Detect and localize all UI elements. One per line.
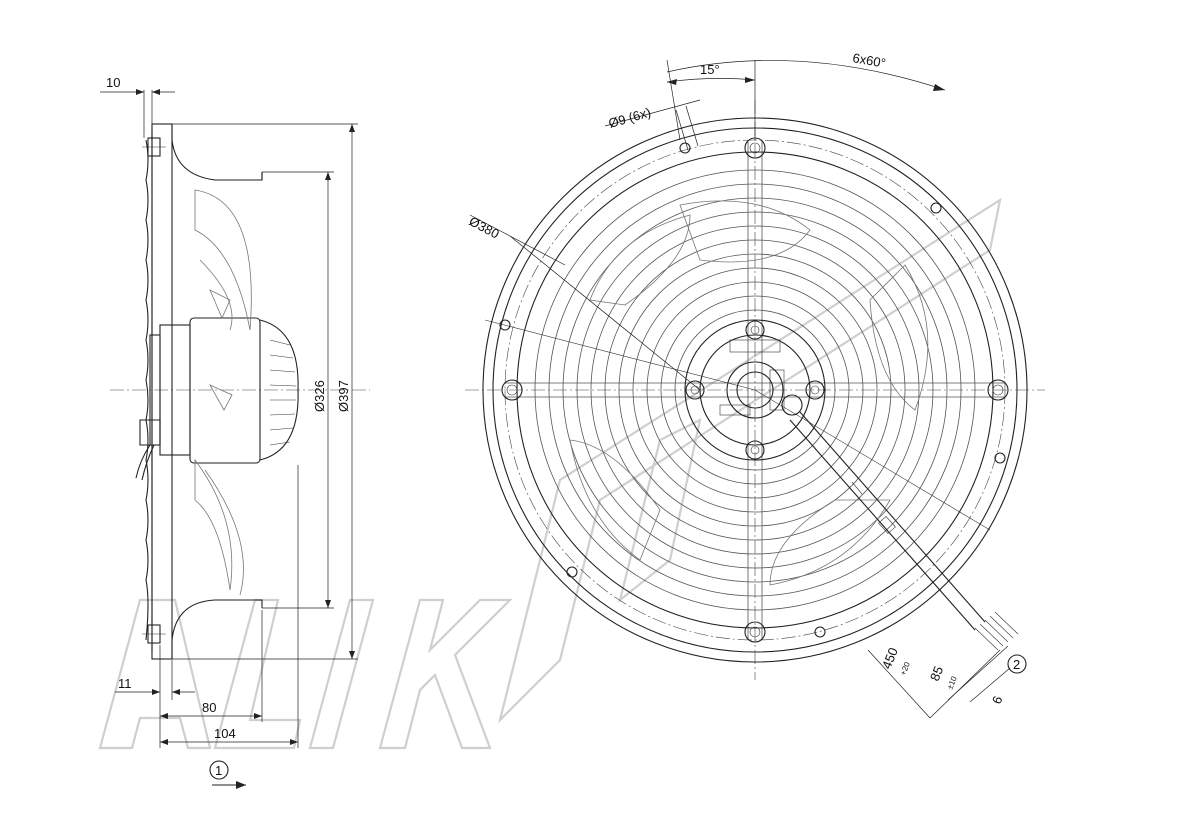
angle-small-label: 15° (700, 62, 720, 77)
cable-length-tolerance: +20 (899, 660, 913, 676)
dim-offset-label: 11 (118, 676, 132, 691)
cable-marker-label: 2 (1013, 657, 1020, 672)
side-view (110, 123, 370, 660)
hole-label: Ø9 (6x) (607, 105, 653, 131)
dim-flange-label: 10 (106, 75, 120, 90)
circle-dia-label: Ø380 (467, 213, 502, 241)
dim-depth-total-label: 104 (214, 726, 236, 741)
angle-pattern-label: 6x60° (851, 50, 886, 71)
airflow-marker-label: 1 (215, 763, 222, 778)
dim-depth-inner-label: 80 (202, 700, 216, 715)
strip-end-label: 6 (989, 694, 1006, 706)
watermark-logo (98, 197, 1002, 750)
front-view (465, 100, 1045, 680)
strip-length-tolerance: ±10 (946, 675, 960, 691)
cable-length-label: 450 (879, 645, 901, 671)
dim-dia-outer-label: Ø397 (336, 380, 351, 412)
dim-dia-inner-label: Ø326 (312, 380, 327, 412)
airflow-marker (209, 760, 246, 789)
front-view-dimensions (469, 59, 1027, 719)
strip-length-label: 85 (927, 664, 946, 683)
side-view-dimensions (100, 89, 358, 748)
